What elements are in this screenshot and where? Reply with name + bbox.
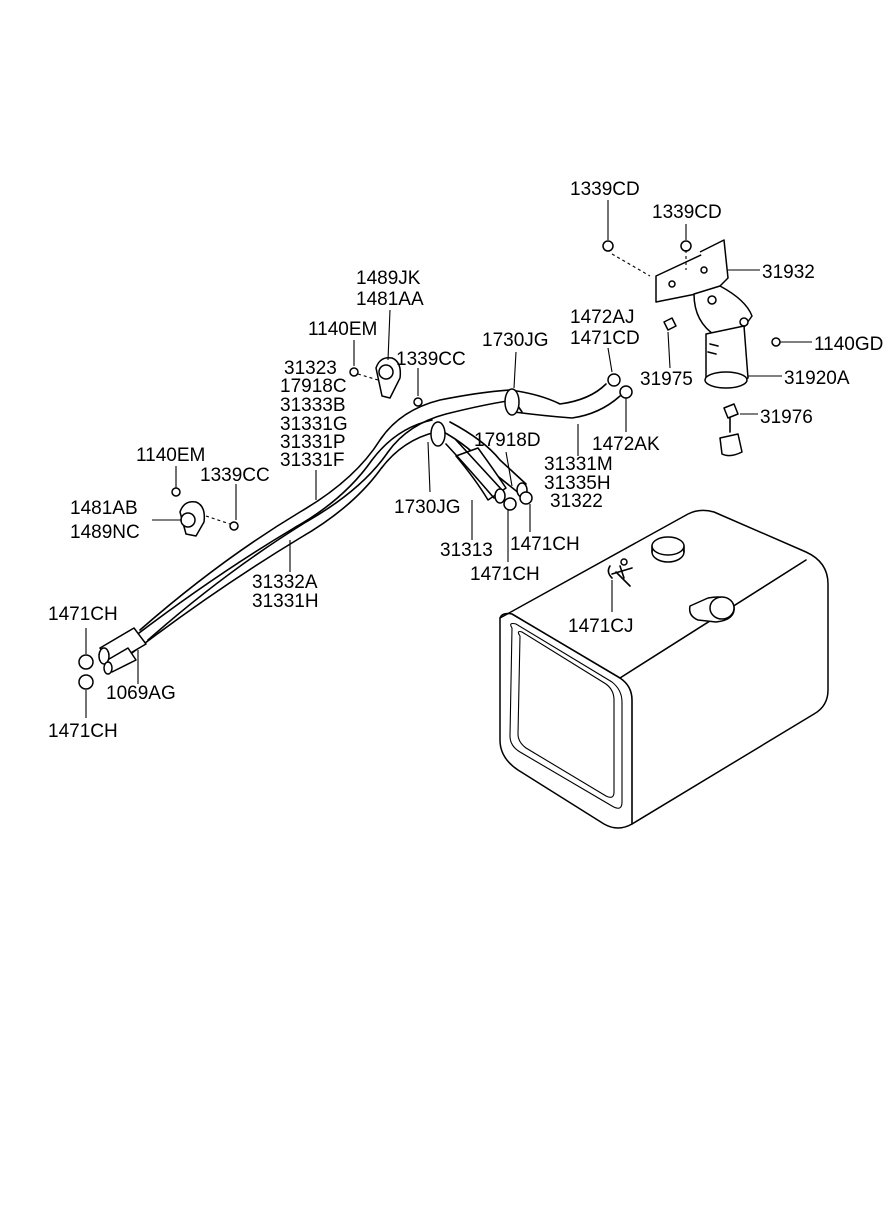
part-label: 31313 — [440, 540, 493, 561]
part-label: 31975 — [640, 369, 693, 390]
part-label: 1730JG — [394, 497, 461, 518]
part-label: 1471CJ — [568, 616, 634, 637]
part-label: 1140EM — [308, 319, 377, 340]
part-label: 1140EM — [136, 445, 205, 466]
part-label: 31976 — [760, 407, 813, 428]
part-label: 31323 — [284, 358, 337, 379]
part-label: 1069AG — [106, 683, 176, 704]
part-label: 1481AB — [70, 498, 138, 519]
part-label: 1339CD — [652, 202, 722, 223]
part-label: 17918D — [474, 430, 541, 451]
part-label: 1471CH — [510, 534, 580, 555]
fuel-hose-assembly — [98, 383, 621, 675]
part-label: 31331P — [280, 432, 346, 453]
part-label: 31335H — [544, 473, 611, 494]
part-label: 31331G — [280, 414, 348, 435]
part-label: 17918C — [280, 376, 347, 397]
part-label: 1489NC — [70, 522, 140, 543]
part-label: 31331M — [544, 454, 613, 475]
part-label: 1489JK — [356, 268, 421, 289]
fuel-filter-bracket — [602, 239, 781, 457]
part-label: 31331H — [252, 591, 319, 612]
part-label: 1471CH — [48, 721, 118, 742]
part-label: 31332A — [252, 572, 318, 593]
clamps-and-fasteners — [78, 356, 633, 690]
part-label: 1471CH — [48, 604, 118, 625]
part-label: 31331F — [280, 450, 344, 471]
part-label: 31932 — [762, 262, 815, 283]
part-label: 1481AA — [356, 289, 424, 310]
part-label: 1140GD — [814, 334, 883, 355]
part-label: 31333B — [280, 395, 346, 416]
part-label: 1339CD — [570, 179, 640, 200]
part-label: 1339CC — [200, 465, 270, 486]
part-label: 1471CD — [570, 328, 640, 349]
fuel-tank — [499, 509, 829, 829]
leader-lines — [85, 200, 812, 718]
part-labels: 1339CD 1339CD 31932 1489JK 1481AA 1140EM… — [48, 179, 883, 742]
part-label: 1339CC — [396, 349, 466, 370]
part-label: 1471CH — [470, 564, 540, 585]
part-label: 1472AK — [592, 434, 660, 455]
part-label: 1730JG — [482, 330, 549, 351]
part-label: 31920A — [784, 368, 850, 389]
part-label: 31322 — [550, 491, 603, 512]
part-label: 1472AJ — [570, 307, 634, 328]
